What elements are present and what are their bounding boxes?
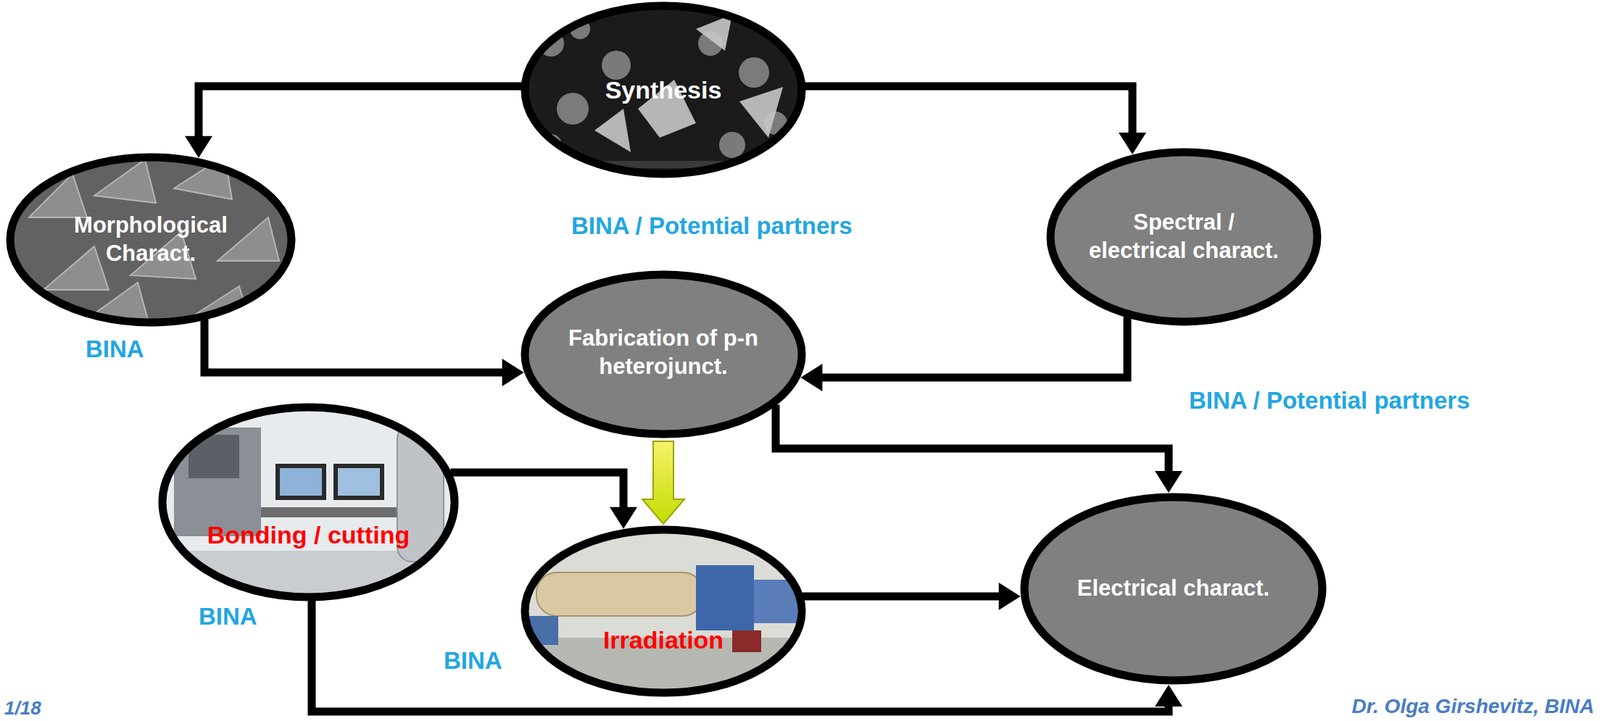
partner-label: BINA: [198, 602, 258, 632]
node-label: Bonding / cutting: [200, 519, 417, 551]
ellipse-node: Spectral / electrical charact.: [1046, 147, 1322, 327]
arrow-line: [775, 405, 1169, 473]
arrow-line: [820, 316, 1128, 378]
flow-arrow: [804, 86, 1147, 155]
arrow-line: [198, 86, 522, 138]
arrow-head: [609, 507, 638, 530]
ellipse-shape: [162, 407, 455, 598]
process-arrow: [642, 441, 685, 525]
arrow-head: [1118, 132, 1147, 155]
node-text-box: Irradiation: [560, 624, 767, 657]
ellipse-shape: [524, 529, 802, 694]
arrow-line: [802, 593, 1001, 601]
ellipse-outline: [1046, 147, 1322, 327]
lab-photo: [158, 403, 459, 602]
arrow-head: [502, 358, 525, 387]
ellipse-node: Synthesis: [520, 1, 807, 179]
partner-label: BINA / Potential partners: [571, 211, 853, 241]
ellipse-node: Bonding / cutting: [158, 403, 459, 602]
node-text-box: Synthesis: [560, 74, 767, 106]
partner-label: BINA: [85, 334, 145, 364]
node-text-box: Morphological Charact.: [46, 211, 256, 269]
flow-arrow: [450, 472, 638, 530]
lab-photo: [520, 525, 807, 698]
node-label: Spectral / electrical charact.: [1084, 208, 1284, 266]
arrow-line: [204, 318, 504, 373]
ellipse-shape: [1050, 152, 1318, 322]
node-text-box: Fabrication of p-n heterojunct.: [560, 324, 767, 382]
ellipse-node: Irradiation: [520, 525, 807, 698]
partner-label: BINA: [443, 646, 503, 676]
ellipse-node: Electrical charact.: [1020, 492, 1327, 686]
node-label: Synthesis: [560, 74, 767, 106]
ellipse-shape: [10, 157, 292, 323]
partner-label: 1/18: [4, 697, 42, 720]
sem-image: [5, 152, 296, 327]
node-text-box: Electrical charact.: [1062, 574, 1284, 604]
node-label: Electrical charact.: [1062, 574, 1284, 604]
node-text-box: Spectral / electrical charact.: [1084, 208, 1284, 266]
arrow-line: [450, 472, 624, 509]
arrow-head: [999, 582, 1021, 611]
partner-label: BINA / Potential partners: [1188, 386, 1471, 416]
ellipse-shape: [1024, 497, 1323, 681]
partner-label: Dr. Olga Girshevitz, BINA: [1351, 694, 1595, 720]
node-label: Fabrication of p-n heterojunct.: [560, 324, 767, 382]
ellipse-outline: [5, 152, 296, 327]
arrow-head: [1154, 685, 1183, 707]
arrow-head: [184, 136, 213, 159]
ellipse-shape: [524, 5, 802, 174]
flow-arrow: [802, 582, 1021, 611]
arrow-head: [1154, 471, 1183, 493]
node-text-box: Bonding / cutting: [200, 519, 417, 551]
node-label: Irradiation: [560, 624, 767, 657]
ellipse-outline: [520, 525, 807, 698]
ellipse-node: Morphological Charact.: [5, 152, 296, 327]
arrow-line: [804, 86, 1133, 135]
node-label: Morphological Charact.: [46, 211, 256, 269]
sem-image: [520, 1, 807, 179]
flow-arrow: [800, 316, 1128, 392]
ellipse-shape: [524, 274, 802, 435]
flow-arrow: [184, 86, 522, 159]
ellipse-outline: [158, 403, 459, 602]
flow-arrow: [775, 405, 1183, 493]
flow-arrow: [204, 318, 525, 387]
ellipse-node: Fabrication of p-n heterojunct.: [520, 270, 807, 439]
